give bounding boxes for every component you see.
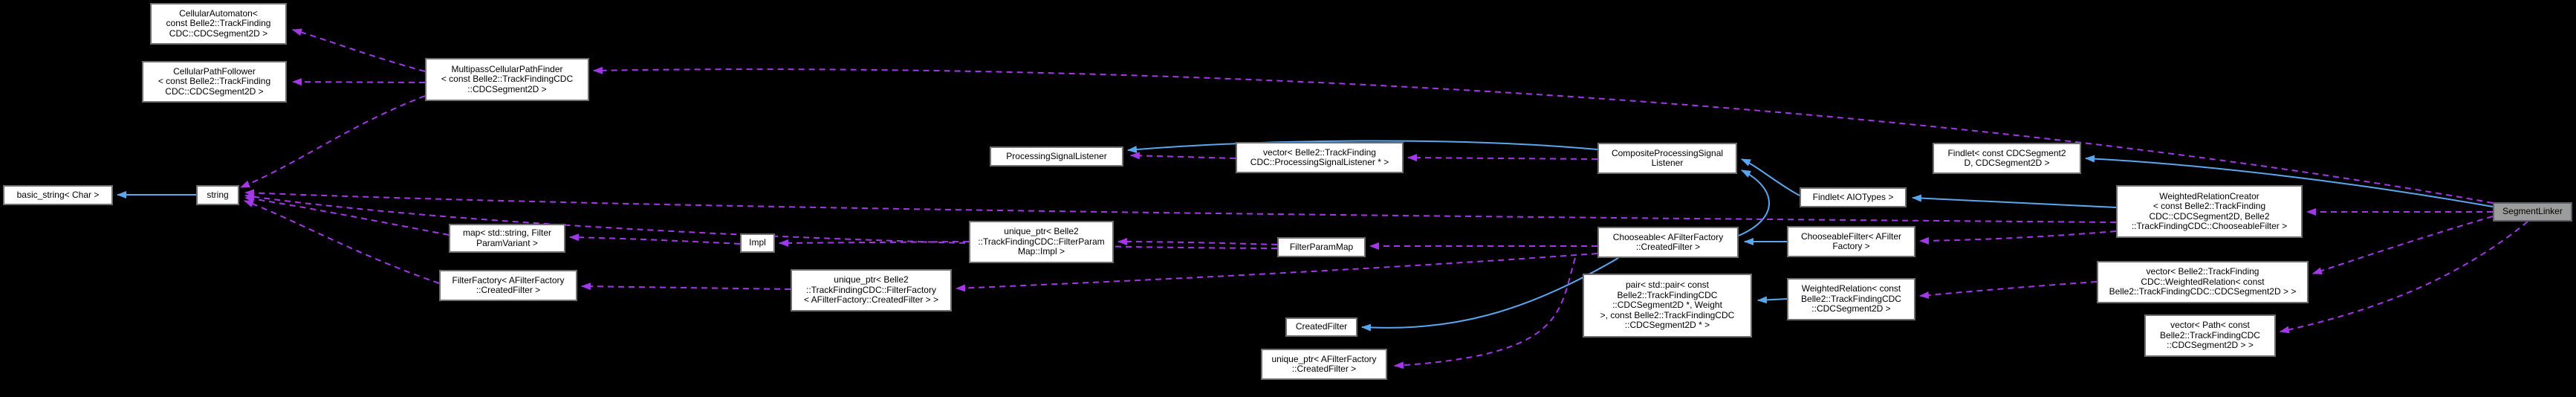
node-weighted-relation[interactable]: WeightedRelation< const Belle2::TrackFin… [1787,278,1915,320]
node-unique-ptr-created-filter[interactable]: unique_ptr< AFilterFactory ::CreatedFilt… [1261,349,1387,380]
node-string[interactable]: string [196,185,239,205]
node-segment-linker[interactable]: SegmentLinker [2493,202,2572,222]
node-filter-param-map[interactable]: FilterParamMap [1277,237,1366,257]
edge-segmentlinker-vectorwr [2312,216,2494,275]
node-cellular-path-follower[interactable]: CellularPathFollower < const Belle2::Tra… [142,61,287,103]
edge-vectorwr-weightedrelation [1919,281,2098,299]
node-composite-processing-signal-listener[interactable]: CompositeProcessingSignal Listener [1597,143,1737,174]
node-vector-weighted-relation[interactable]: vector< Belle2::TrackFinding CDC::Weight… [2097,261,2309,303]
edge-uptrff-filterfactory [581,283,791,291]
node-multipass-cellular-path-finder[interactable]: MultipassCellularPathFinder < const Bell… [425,58,589,101]
node-pair-weighted-segment[interactable]: pair< std::pair< const Belle2::TrackFind… [1583,274,1752,338]
node-cellular-automaton[interactable]: CellularAutomaton< const Belle2::TrackFi… [150,3,287,45]
node-basic-string[interactable]: basic_string< Char > [3,185,113,205]
node-unique-ptr-filter-param-map-impl[interactable]: unique_ptr< Belle2 ::TrackFindingCDC::Fi… [969,221,1114,263]
edge-segmentlinker-findlet [2085,155,2494,207]
node-unique-ptr-filter-factory[interactable]: unique_ptr< Belle2 ::TrackFindingCDC::Fi… [791,269,952,312]
node-created-filter[interactable]: CreatedFilter [1285,317,1357,337]
edge-chooseable-composite [1738,170,1770,236]
edge-impl-map [569,233,741,245]
edge-uptrimpl-impl [779,239,970,247]
edge-filterparammap-uptrimpl [1117,238,1278,246]
edge-map-string [244,195,450,236]
edge-composite-vectorpsl [1407,154,1598,162]
node-processing-signal-listener[interactable]: ProcessingSignalListener [990,146,1123,167]
node-findlet-aiotypes[interactable]: Findlet< AIOTypes > [1800,187,1907,207]
edge-vectorpsl-psl [1130,152,1236,160]
edge-chooseable-createdfilter [1361,257,1619,332]
node-filter-factory[interactable]: FilterFactory< AFilterFactory ::CreatedF… [439,270,577,301]
node-vector-path[interactable]: vector< Path< const Belle2::TrackFinding… [2144,314,2276,357]
node-map-filter-param-variant[interactable]: map< std::string, Filter ParamVariant > [449,224,565,253]
node-chooseable[interactable]: Chooseable< AFilterFactory ::CreatedFilt… [1597,227,1739,258]
edge-wrc-chooseablefilter [1919,230,2117,245]
edge-multipass-string [240,95,426,188]
edge-multipass-cellularpathfollower [292,78,426,86]
edge-filterparammap-string [244,193,1278,249]
edge-weightedrelation-pair [1757,296,1788,304]
edge-wrc-findletaio [1912,194,2117,208]
edge-chooseable-uptrcreatedfilter [1394,257,1576,369]
edge-segmentlinker-vectorpath [2280,221,2528,334]
node-impl[interactable]: Impl [740,233,775,253]
edge-filterfactory-string [244,200,440,284]
node-vector-processing-signal-listener[interactable]: vector< Belle2::TrackFinding CDC::Proces… [1236,142,1404,173]
edge-wrc-string [244,189,2117,223]
edge-findletaio-composite [1741,158,1800,196]
edge-composite-psl [1127,140,1598,153]
node-findlet-cdcsegment2d[interactable]: Findlet< const CDCSegment2 D, CDCSegment… [1933,143,2081,174]
node-chooseable-filter[interactable]: ChooseableFilter< AFilter Factory > [1787,226,1915,257]
edge-multipass-cellularautomaton [292,28,426,72]
edge-segmentlinker-multipass [593,66,2494,204]
node-weighted-relation-creator[interactable]: WeightedRelationCreator < const Belle2::… [2116,185,2303,238]
